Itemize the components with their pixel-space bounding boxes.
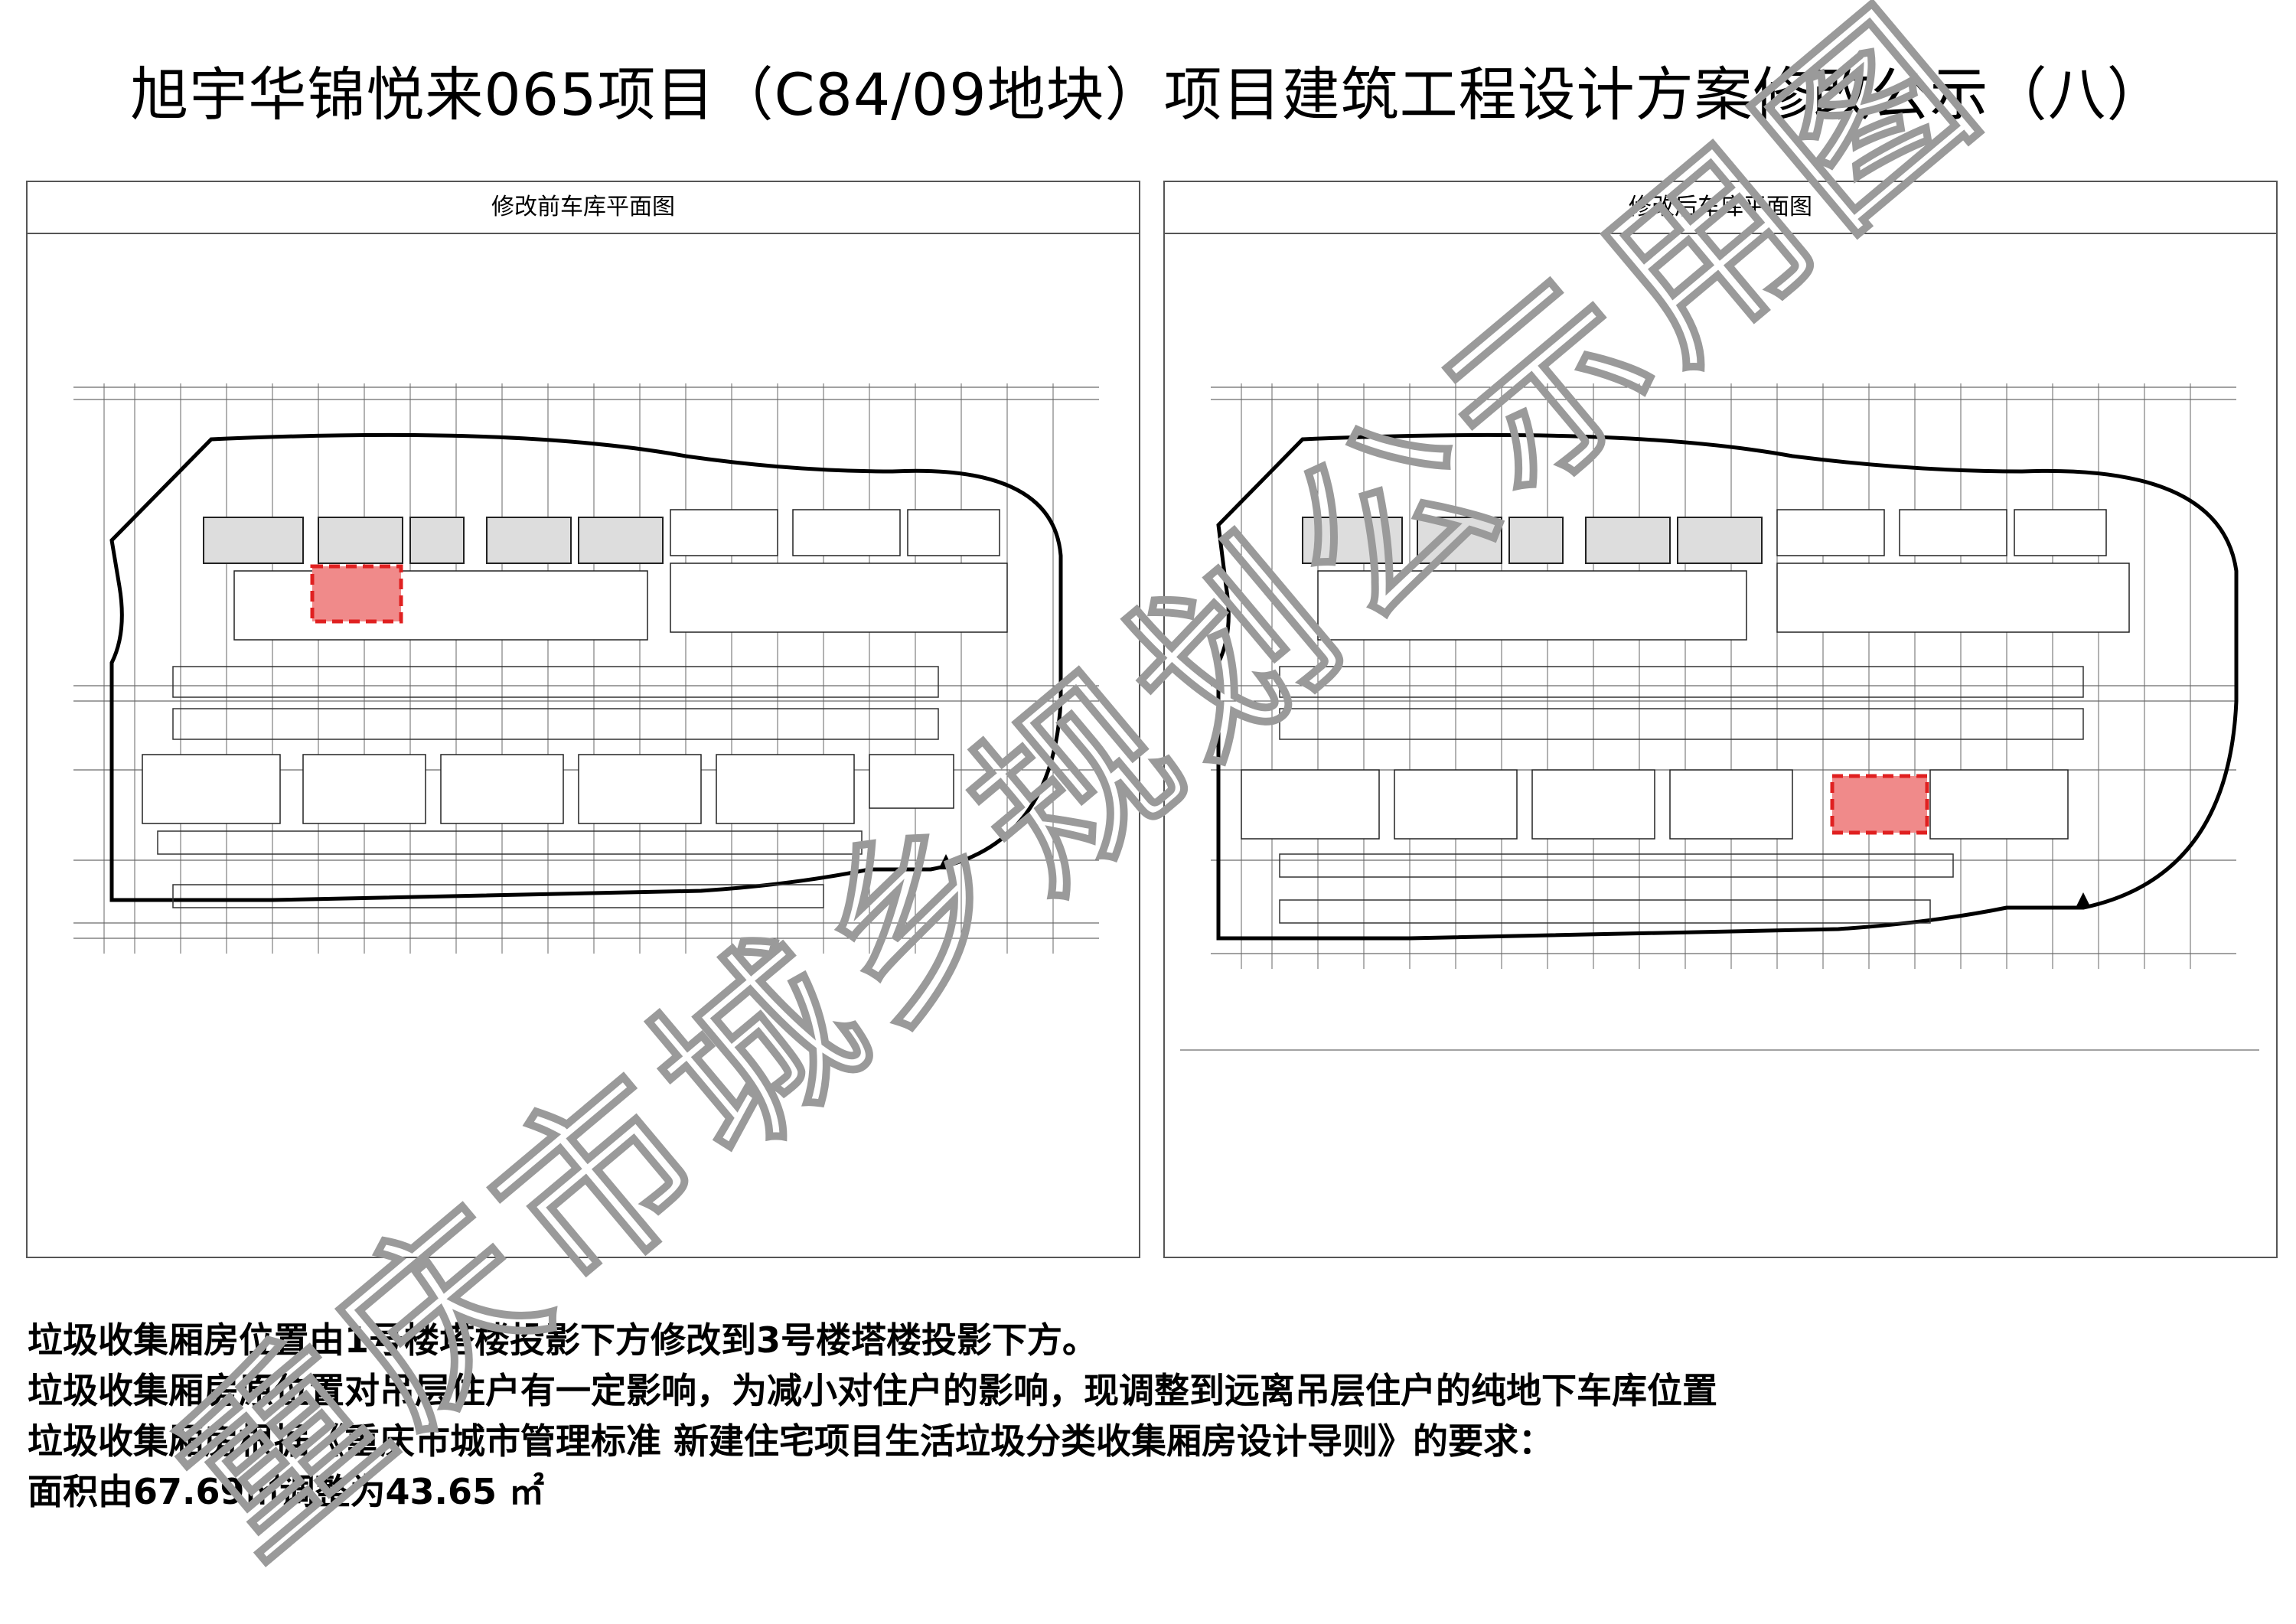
after-plan-panel: 修改后车库平面图 <box>1163 181 2278 1258</box>
after-floor-plan <box>1180 383 2259 1051</box>
before-plan-label: 修改前车库平面图 <box>28 182 1139 234</box>
site-boundary <box>109 432 1063 902</box>
grid-lines <box>1180 386 2259 1051</box>
buildings-mid <box>1241 769 2069 840</box>
entrance-marker <box>2076 892 2091 908</box>
buildings-top-outline <box>233 509 1008 641</box>
site-boundary <box>1216 432 2239 941</box>
before-floor-plan <box>73 383 1099 954</box>
buildings-top <box>1302 517 1763 564</box>
after-plan-label: 修改后车库平面图 <box>1165 182 2276 234</box>
note-line: 垃圾收集厢房位置由1号楼塔楼投影下方修改到3号楼塔楼投影下方。 <box>28 1319 1098 1361</box>
buildings-mid <box>142 754 954 824</box>
page-title: 旭宇华锦悦来065项目（C84/09地块）项目建筑工程设计方案修改公示（八） <box>130 60 2166 129</box>
parking-rows <box>157 666 939 908</box>
note-line: 面积由67.69㎡调整为43.65 ㎡ <box>28 1471 545 1512</box>
buildings-top <box>203 517 664 564</box>
entrance-marker <box>938 854 954 869</box>
note-line: 垃圾收集厢房根据《重庆市城市管理标准 新建住宅项目生活垃圾分类收集厢房设计导则》… <box>28 1420 1554 1462</box>
garbage-room-highlight-before <box>310 564 403 624</box>
note-line: 垃圾收集厢房原位置对吊层住户有一定影响，为减小对住户的影响，现调整到远离吊层住户… <box>28 1370 1717 1411</box>
before-plan-panel: 修改前车库平面图 <box>26 181 1140 1258</box>
parking-rows <box>1279 666 2084 924</box>
axis-ticks <box>103 383 1054 954</box>
modification-notes: 垃圾收集厢房位置由1号楼塔楼投影下方修改到3号楼塔楼投影下方。 垃圾收集厢房原位… <box>28 1315 2247 1517</box>
garbage-room-highlight-after <box>1830 774 1929 835</box>
buildings-top-outline <box>1317 509 2130 641</box>
axis-ticks <box>1241 383 2191 969</box>
